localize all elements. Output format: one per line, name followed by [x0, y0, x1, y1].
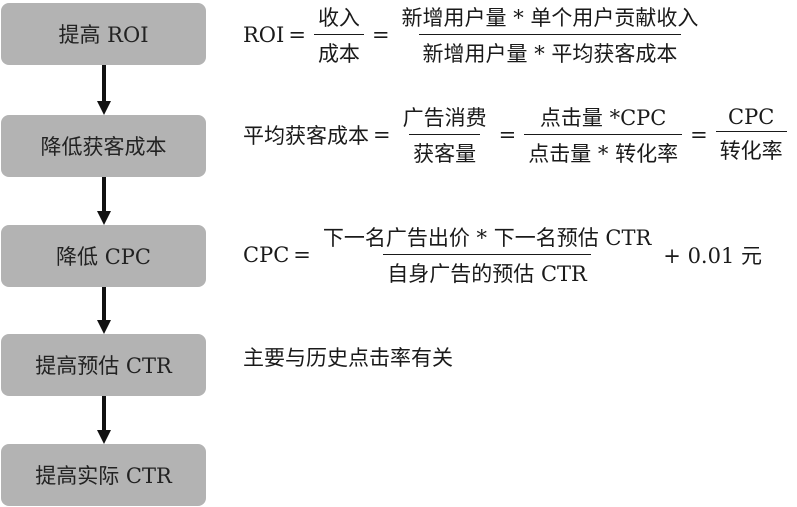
numerator: CPC [728, 105, 775, 129]
denominator: 自身广告的预估 CTR [383, 254, 591, 288]
step-box-improve-actual-ctr: 提高实际 CTR [1, 444, 206, 506]
step-label: 降低获客成本 [40, 135, 167, 159]
cpc-formula: CPC = 下一名广告出价 * 下一名预估 CTR 自身广告的预估 CTR + … [243, 222, 766, 288]
fraction: CPC 转化率 [715, 105, 787, 165]
down-arrow-icon [97, 177, 111, 225]
down-arrow-icon [97, 396, 111, 444]
numerator: 新增用户量 * 单个用户贡献收入 [401, 6, 699, 30]
denominator: 新增用户量 * 平均获客成本 [418, 34, 682, 68]
step-label: 降低 CPC [56, 245, 151, 269]
denominator: 成本 [313, 34, 364, 68]
fraction: 下一名广告出价 * 下一名预估 CTR 自身广告的预估 CTR [319, 222, 655, 288]
down-arrow-icon [97, 65, 111, 115]
step-box-improve-roi: 提高 ROI [1, 3, 206, 65]
denominator: 获客量 [409, 134, 481, 168]
formula-lhs: 平均获客成本 [243, 124, 369, 148]
step-label: 提高实际 CTR [35, 464, 172, 488]
ctr-note: 主要与历史点击率有关 [243, 346, 453, 370]
numerator: 点击量 *CPC [539, 106, 667, 130]
fraction: 收入 成本 [313, 2, 364, 68]
cac-formula: 平均获客成本 = 广告消费 获客量 = 点击量 *CPC 点击量 * 转化率 =… [243, 102, 791, 168]
step-label: 提高预估 CTR [35, 354, 172, 378]
fraction: 新增用户量 * 单个用户贡献收入 新增用户量 * 平均获客成本 [398, 2, 703, 68]
roi-formula: ROI = 收入 成本 = 新增用户量 * 单个用户贡献收入 新增用户量 * 平… [243, 2, 706, 68]
numerator: 下一名广告出价 * 下一名预估 CTR [322, 226, 652, 250]
step-box-improve-pctr: 提高预估 CTR [1, 334, 206, 396]
formula-lhs: ROI [243, 23, 285, 47]
fraction: 点击量 *CPC 点击量 * 转化率 [524, 102, 683, 168]
down-arrow-icon [97, 287, 111, 334]
formula-tail: + 0.01 元 [663, 244, 763, 268]
fraction: 广告消费 获客量 [399, 102, 491, 168]
step-box-reduce-cac: 降低获客成本 [1, 115, 206, 177]
equals-sign: = [371, 23, 390, 47]
equals-sign: = [288, 23, 306, 47]
equals-sign: = [690, 123, 708, 147]
equals-sign: = [293, 243, 311, 267]
numerator: 收入 [317, 6, 360, 30]
step-box-reduce-cpc: 降低 CPC [1, 225, 206, 287]
formula-lhs: CPC [243, 243, 290, 267]
equals-sign: = [498, 123, 517, 147]
step-label: 提高 ROI [58, 23, 149, 47]
denominator: 转化率 [715, 131, 787, 165]
equals-sign: = [373, 123, 391, 147]
denominator: 点击量 * 转化率 [524, 134, 683, 168]
numerator: 广告消费 [402, 106, 487, 130]
